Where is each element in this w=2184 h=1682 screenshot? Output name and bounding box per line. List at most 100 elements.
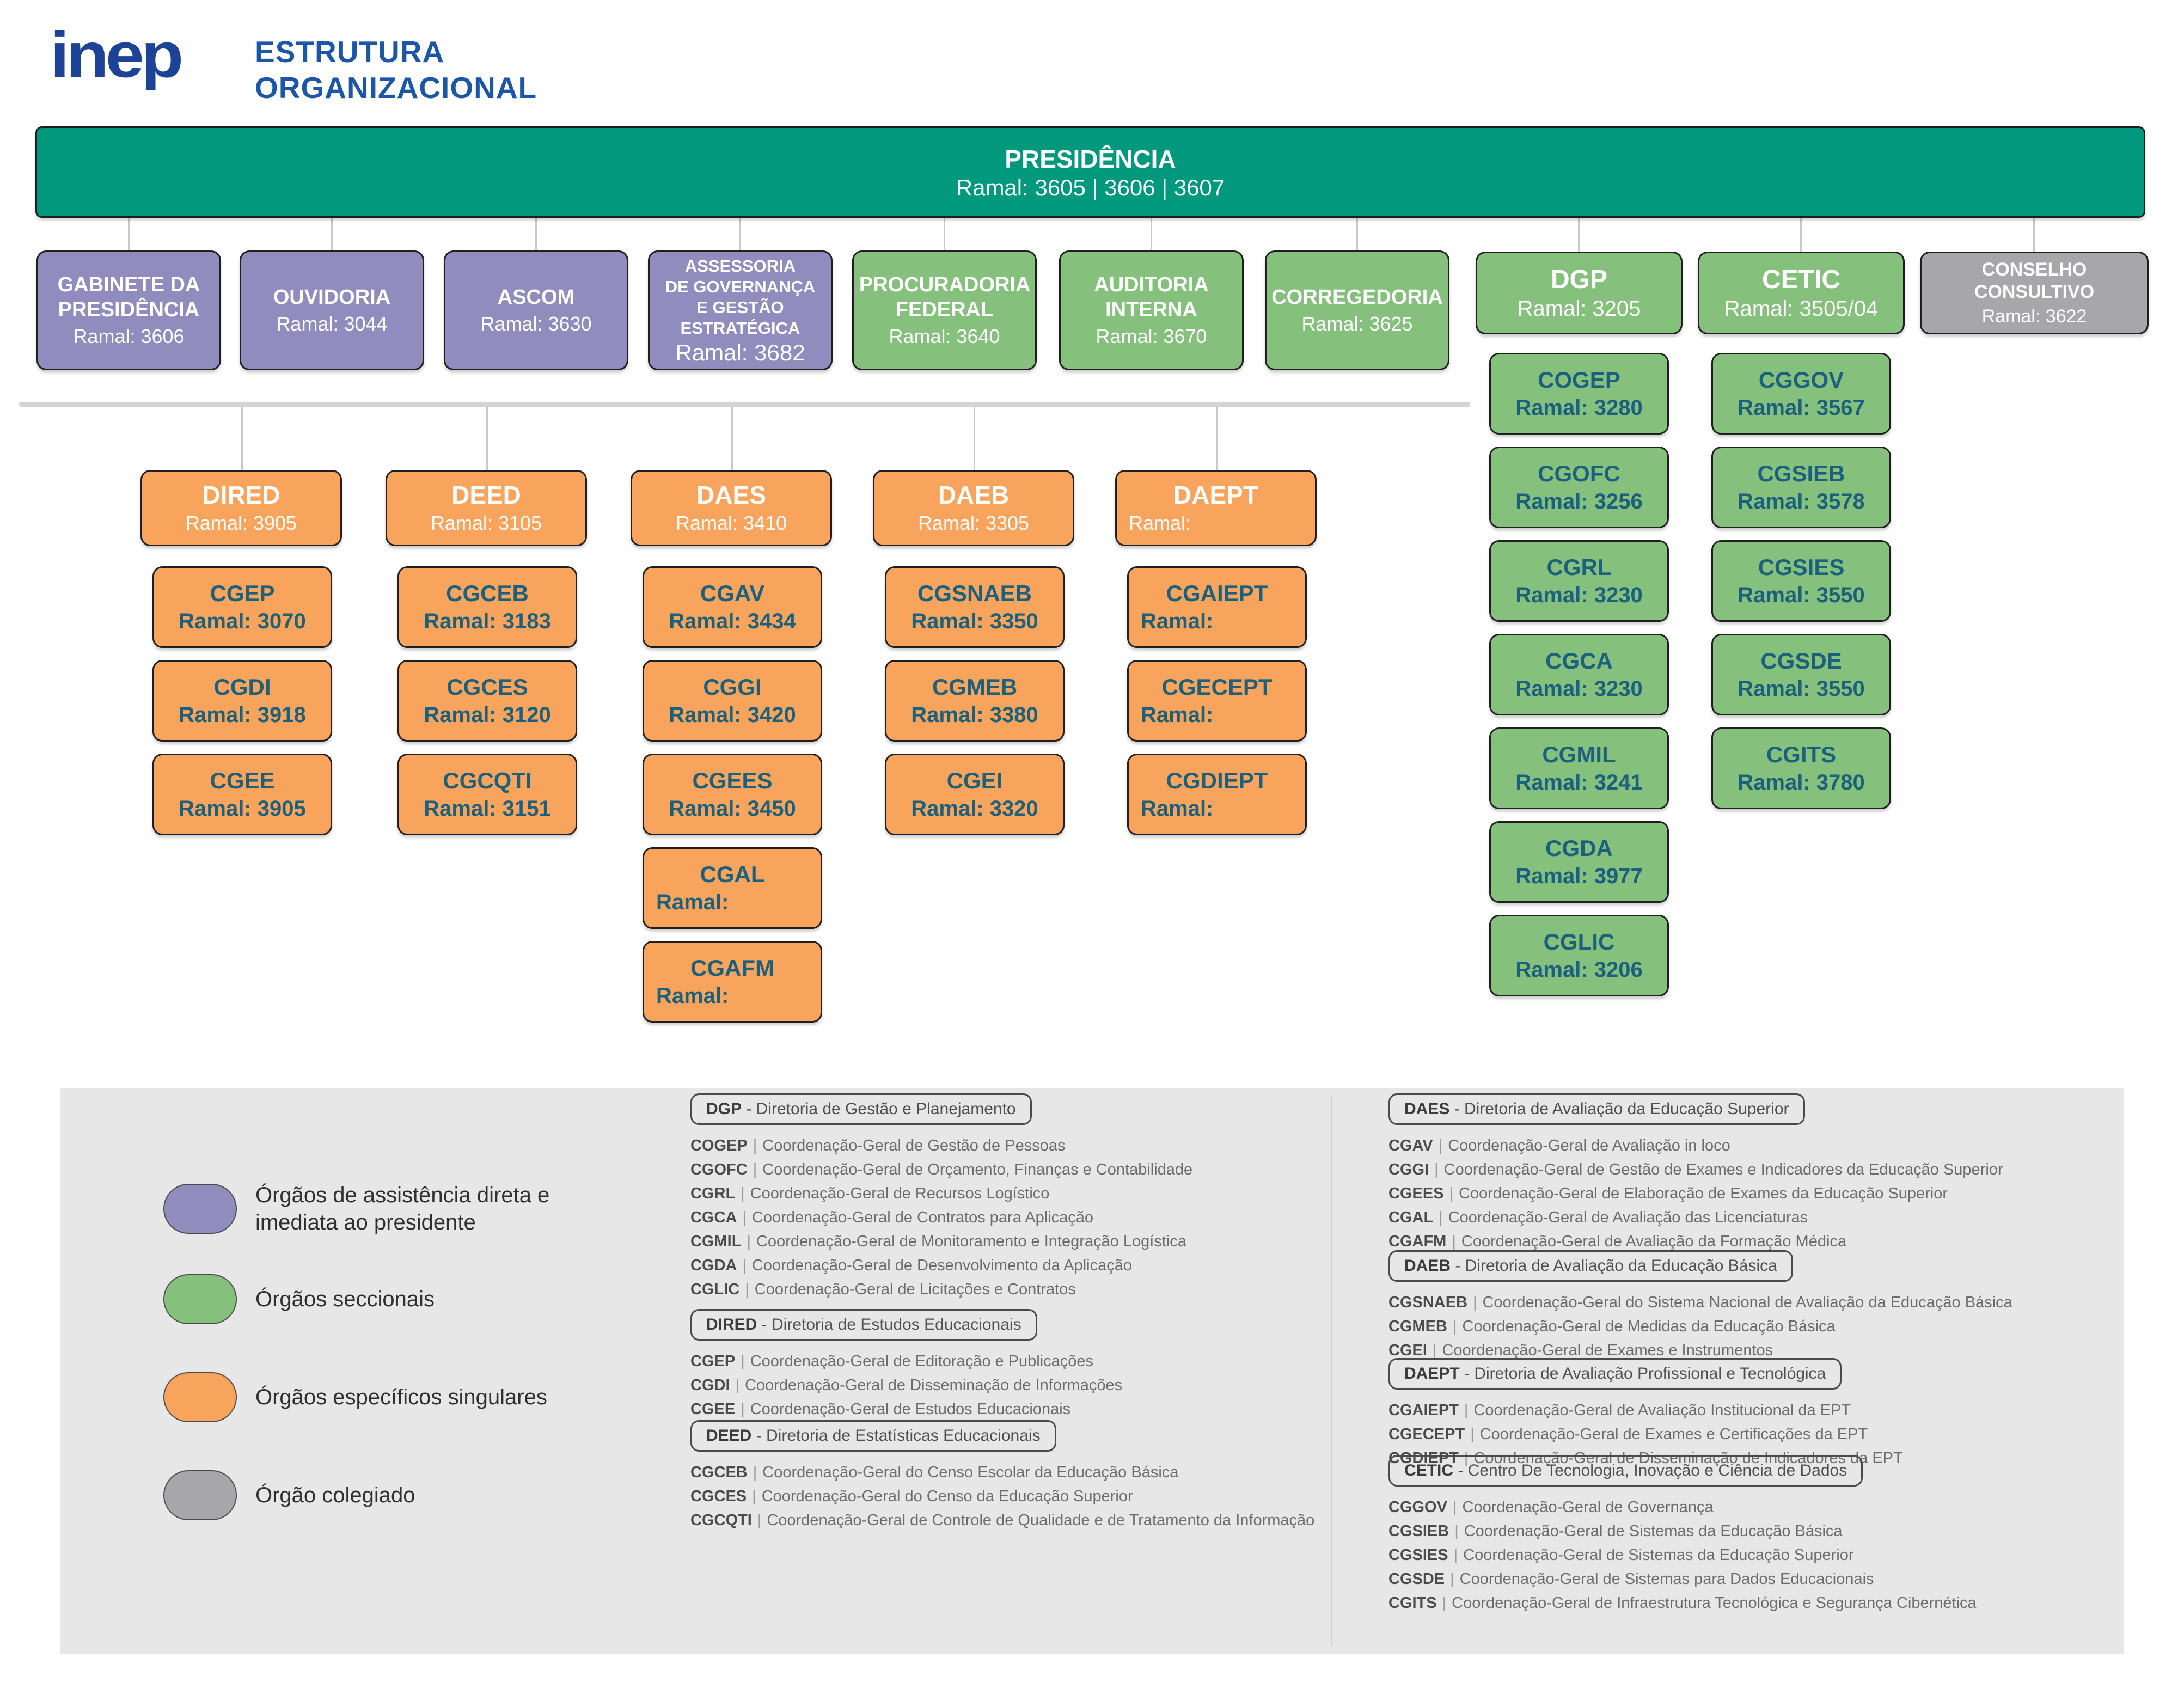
org-box-title: CGAV	[700, 580, 765, 606]
org-box-ramal: Ramal: 3434	[669, 609, 796, 633]
org-box-title: GABINETE DA PRESIDÊNCIA	[57, 273, 200, 321]
org-box-title: CGSDE	[1760, 648, 1842, 674]
page-title: ESTRUTURA ORGANIZACIONAL	[255, 34, 537, 106]
org-box-cgaiept: CGAIEPT Ramal:	[1127, 566, 1307, 648]
legend-item: CGSIES|Coordenação-Geral de Sistemas da …	[1388, 1546, 1854, 1564]
legend-item: CGAV|Coordenação-Geral de Avaliação in l…	[1388, 1137, 1730, 1154]
connector-line	[731, 407, 733, 471]
org-box-cgee: CGEE Ramal: 3905	[152, 754, 332, 835]
legend-swatch-orange	[163, 1372, 237, 1422]
org-box-ramal: Ramal: 3120	[424, 703, 551, 727]
org-box-cgei: CGEI Ramal: 3320	[885, 754, 1065, 835]
org-box-cgdi: CGDI Ramal: 3918	[152, 660, 332, 742]
org-box-cglic: CGLIC Ramal: 3206	[1489, 915, 1669, 996]
legend-section-daes: DAES - Diretoria de Avaliação da Educaçã…	[1388, 1093, 2003, 1253]
org-box-title: CGDIEPT	[1166, 768, 1268, 793]
org-box-title: CGDI	[213, 674, 271, 700]
legend-title-rest: - Diretoria de Gestão e Planejamento	[742, 1100, 1016, 1118]
connector-rail	[19, 402, 1470, 407]
legend-item: CGDIEPT|Coordenação-Geral de Disseminaçã…	[1388, 1449, 1903, 1467]
legend-item: CGCES|Coordenação-Geral do Censo da Educ…	[690, 1488, 1133, 1505]
org-box-ramal: Ramal:	[656, 890, 729, 914]
org-box-procuradoria-federal: PROCURADORIA FEDERAL Ramal: 3640	[852, 250, 1037, 370]
org-box-title: CGGOV	[1758, 367, 1844, 393]
org-box-title: PRESIDÊNCIA	[1005, 145, 1176, 173]
org-box-ramal: Ramal: 3256	[1515, 490, 1643, 513]
org-box-title: CGCEB	[446, 580, 529, 606]
org-box-ramal: Ramal: 3605 | 3606 | 3607	[956, 175, 1225, 200]
connector-line	[241, 407, 243, 471]
org-box-title: DAES	[696, 481, 766, 509]
org-box-ramal: Ramal: 3450	[669, 797, 796, 821]
org-box-cggov: CGGOV Ramal: 3567	[1711, 353, 1891, 435]
legend-item: COGEP|Coordenação-Geral de Gestão de Pes…	[690, 1137, 1066, 1154]
org-box-ramal: Ramal: 3380	[911, 703, 1038, 727]
org-box-cetic: CETIC Ramal: 3505/04	[1698, 252, 1905, 334]
org-box-title: COGEP	[1538, 367, 1620, 393]
org-box-title: CGSIES	[1758, 554, 1845, 580]
org-box-cgafm: CGAFM Ramal:	[643, 941, 822, 1023]
connector-line	[974, 407, 975, 471]
legend-title-rest: - Diretoria de Estatísticas Educacionais	[751, 1427, 1041, 1445]
org-box-ramal: Ramal: 3505/04	[1724, 297, 1879, 321]
legend-title-abbr: DAEPT	[1404, 1365, 1460, 1383]
org-box-cgsies: CGSIES Ramal: 3550	[1711, 540, 1891, 622]
org-box-title: DAEPT	[1173, 481, 1258, 509]
legend-section-deed: DEED - Diretoria de Estatísticas Educaci…	[690, 1420, 1314, 1532]
org-box-cgca: CGCA Ramal: 3230	[1489, 634, 1669, 715]
page-title-line1: ESTRUTURA	[255, 35, 445, 69]
org-box-ramal: Ramal: 3905	[179, 797, 306, 821]
org-box-cggi: CGGI Ramal: 3420	[643, 660, 822, 742]
legend-title-abbr: DIRED	[706, 1316, 757, 1334]
legend-category-label: Órgãos de assistência direta e imediata …	[255, 1183, 550, 1234]
legend-item: CGGOV|Coordenação-Geral de Governança	[1388, 1498, 1714, 1516]
legend-section-daeb: DAEB - Diretoria de Avaliação da Educaçã…	[1388, 1250, 2012, 1362]
org-box-title: ASCOM	[497, 286, 575, 309]
org-box-title: CGCES	[446, 674, 528, 700]
org-box-title: ASSESSORIA DE GOVERNANÇA E GESTÃO ESTRAT…	[665, 256, 816, 338]
connector-line	[486, 407, 488, 471]
connector-line	[944, 218, 945, 252]
legend-item: CGEE|Coordenação-Geral de Estudos Educac…	[690, 1400, 1071, 1418]
legend-item-list: CGAIEPT|Coordenação-Geral de Avaliação I…	[1388, 1398, 1903, 1470]
inep-logo: inep	[50, 19, 183, 91]
connector-line	[1578, 218, 1580, 252]
org-box-title: CGEP	[210, 580, 275, 606]
legend-item: CGCEB|Coordenação-Geral do Censo Escolar…	[690, 1464, 1179, 1481]
legend-item: CGCQTI|Coordenação-Geral de Controle de …	[690, 1512, 1315, 1529]
org-box-title: CGMIL	[1542, 742, 1616, 767]
org-box-ramal: Ramal: 3625	[1301, 313, 1413, 335]
legend-item-list: CGSNAEB|Coordenação-Geral do Sistema Nac…	[1388, 1290, 2012, 1362]
org-box-ramal: Ramal: 3622	[1981, 305, 2087, 327]
legend-item: CGMIL|Coordenação-Geral de Monitoramento…	[690, 1233, 1186, 1250]
page-title-line2: ORGANIZACIONAL	[255, 71, 537, 105]
org-box-title: CGCA	[1545, 648, 1613, 674]
legend-title-abbr: DGP	[706, 1100, 742, 1118]
org-box-cgces: CGCES Ramal: 3120	[397, 660, 577, 742]
org-box-title: CGEES	[692, 768, 773, 793]
org-box-ramal: Ramal: 3640	[889, 325, 1000, 347]
legend-section-title: DGP - Diretoria de Gestão e Planejamento	[690, 1093, 1032, 1125]
legend-swatch-purple	[163, 1184, 237, 1234]
legend-item: CGOFC|Coordenação-Geral de Orçamento, Fi…	[690, 1161, 1193, 1178]
legend-swatch-green	[163, 1274, 237, 1324]
org-box-cgsieb: CGSIEB Ramal: 3578	[1711, 447, 1891, 528]
connector-line	[2033, 218, 2035, 252]
org-box-ramal: Ramal: 3630	[480, 313, 592, 335]
org-box-title: DAEB	[938, 481, 1010, 509]
connector-line	[1151, 218, 1152, 252]
connector-line	[739, 218, 741, 252]
org-box-title: PROCURADORIA FEDERAL	[859, 273, 1031, 321]
legend-category-assistencia: Órgãos de assistência direta e imediata …	[163, 1182, 582, 1236]
legend-category-label: Órgãos seccionais	[255, 1287, 435, 1311]
org-box-title: CGDA	[1545, 835, 1613, 861]
org-box-ramal: Ramal: 3606	[73, 325, 185, 347]
legend-item: CGSDE|Coordenação-Geral de Sistemas para…	[1388, 1570, 1874, 1588]
org-box-title: CGSNAEB	[917, 580, 1032, 606]
legend-item: CGDI|Coordenação-Geral de Disseminação d…	[690, 1377, 1123, 1394]
org-box-ramal: Ramal: 3550	[1738, 583, 1865, 607]
org-box-ramal: Ramal: 3070	[179, 609, 306, 633]
legend-section-title: DEED - Diretoria de Estatísticas Educaci…	[690, 1420, 1056, 1452]
org-box-ramal: Ramal: 3567	[1738, 396, 1865, 420]
